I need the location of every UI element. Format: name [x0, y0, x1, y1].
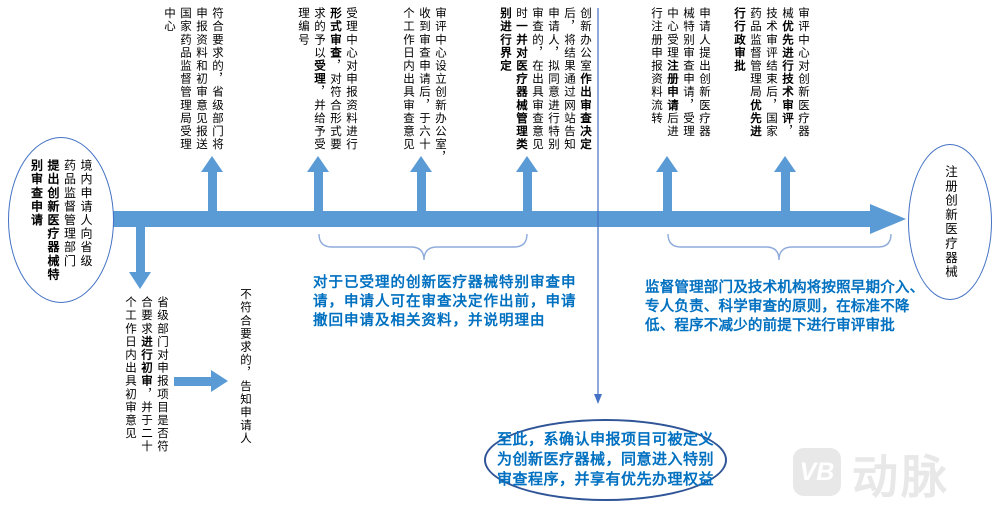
brace-withdraw [318, 234, 528, 261]
stage-label-2: 受理中心对申报资料进行 形式审查，对符合形式要 求的予以受理，并给予受 理编号 [297, 7, 357, 152]
milestone-arrow-6 [774, 156, 796, 211]
milestone-arrow-5 [656, 156, 678, 211]
arrow-shaft [207, 172, 217, 211]
milestone-arrow-2 [307, 156, 329, 211]
arrow-head-icon [201, 156, 223, 172]
end-ellipse: 注册创新医疗器械 [908, 144, 992, 300]
note-principle: 监督管理部门及技术机构将按照早期介入、 专人负责、科学审查的原则，在标准不降 低… [645, 280, 925, 334]
arrow-head-icon [307, 156, 329, 172]
arrow-head-icon [211, 370, 228, 392]
down-arrow [129, 227, 151, 289]
stage-label-3: 审评中心设立创新办公室， 收到审查申请后，于六十 个工作日内出具审查意见 [402, 7, 446, 165]
arrow-shaft [662, 172, 672, 211]
arrow-shaft [174, 376, 211, 386]
arrow-shaft [313, 172, 323, 211]
arrow-shaft [780, 172, 790, 211]
stage-label-1: 符合要求的，省级部门将 申报资料和初审意见报送 国家药品监督管理局受理 中心 [163, 7, 223, 152]
vb-logo-icon: VB [793, 448, 841, 496]
connector-line [594, 8, 602, 404]
arrow-shaft [135, 227, 145, 272]
stage-label-5: 申请人提出创新医疗器 械特别审查申请，受理 中心受理注册申请后进 行注册申报资料… [650, 7, 710, 139]
arrow-shaft [522, 172, 532, 211]
start-ellipse: 境内申请人向省级 药品监督管理部门 提出创新医疗器械特 别审查申请 [8, 137, 114, 303]
arrow-shaft [416, 172, 426, 211]
arrow-head-icon [774, 156, 796, 172]
watermark-brand: 动脉网 [852, 451, 950, 503]
timeline-bar [108, 211, 870, 227]
arrow-head-icon [656, 156, 678, 172]
arrow-head-icon [129, 272, 151, 289]
stage-label-6: 审评中心对创新医疗器 械优先进行技术审评， 技术审评结束后，国家 药品监督管理局… [733, 7, 809, 139]
milestone-arrow-3 [410, 156, 432, 211]
note-confirm: 至此，系确认申报项目可被定义 为创新医疗器械，同意进入特别 审查程序，并享有优先… [496, 431, 714, 488]
timeline-arrowhead-icon [870, 204, 906, 234]
connector-arrowhead-icon [594, 394, 602, 404]
note-withdraw: 对于已受理的创新医疗器械特别审查申 请，申请人可在审查决定作出前，申请 撤回申请… [313, 275, 577, 329]
stage-label-4: 创新办公室作出审查决定 后，将结果通过网站告知 申请人，拟同意进行特别 审查的，… [499, 7, 591, 152]
reject-notify-label: 不符合要求的，告知申请人 [239, 288, 251, 446]
arrow-head-icon [410, 156, 432, 172]
right-arrow [174, 370, 228, 392]
initial-review-label: 省级部门对申报项目是否符 合要求进行初审，并于二十 个工作日内出具初审意见 [124, 296, 168, 454]
brace-review [667, 234, 892, 261]
milestone-arrow-4 [516, 156, 538, 211]
confirmation-ellipse: 至此，系确认申报项目可被定义 为创新医疗器械，同意进入特别 审查程序，并享有优先… [484, 419, 727, 501]
milestone-arrow-1 [201, 156, 223, 211]
arrow-head-icon [516, 156, 538, 172]
end-ellipse-label: 注册创新医疗器械 [943, 164, 957, 280]
start-ellipse-label: 境内申请人向省级 药品监督管理部门 提出创新医疗器械特 别审查申请 [29, 158, 94, 282]
